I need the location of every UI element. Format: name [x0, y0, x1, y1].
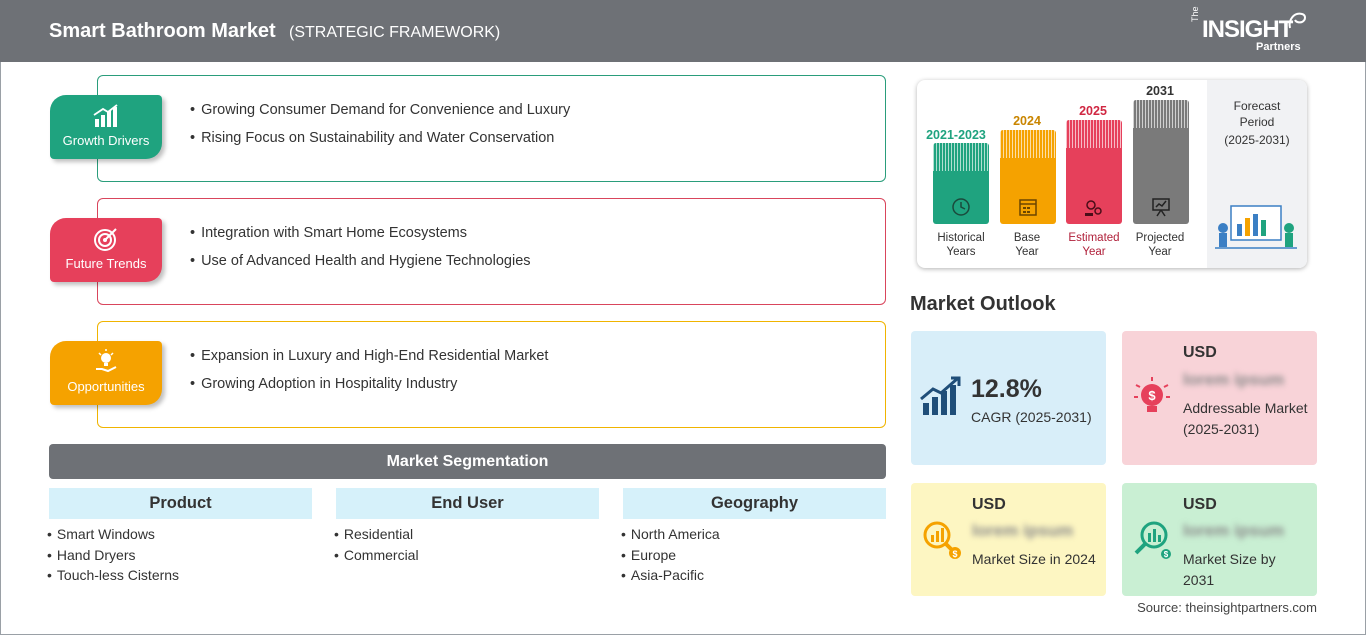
list-item: Growing Consumer Demand for Convenience … [190, 96, 570, 124]
list-item: Growing Adoption in Hospitality Industry [190, 370, 548, 398]
history-icon [952, 198, 970, 216]
segment-heading-geography: Geography [623, 488, 886, 519]
svg-text:$: $ [952, 549, 957, 559]
svg-text:$: $ [1148, 388, 1156, 403]
list-item: Smart Windows [47, 524, 179, 545]
analytics-illustration-icon [1215, 205, 1297, 249]
list-item: Integration with Smart Home Ecosystems [190, 219, 531, 247]
timeline-year-projected: 2031 [1146, 84, 1174, 98]
timeline-bar-projected [1133, 100, 1189, 224]
addressable-currency: USD [1183, 344, 1217, 361]
insight-partners-logo: The INSIGHT Partners [1190, 6, 1310, 54]
timeline-bar-historical [933, 143, 989, 224]
logo-the: The [1190, 6, 1200, 22]
list-item: Expansion in Luxury and High-End Residen… [190, 342, 548, 370]
size-2031-label: Market Size by 2031 [1183, 551, 1276, 588]
target-icon [94, 228, 117, 251]
growth-chart-icon [920, 376, 961, 415]
market-size-2024-box: $ USD lorem ipsum Market Size in 2024 [911, 483, 1106, 596]
addressable-market-box: $ USD lorem ipsum Addressable Market (20… [1122, 331, 1317, 465]
future-trends-label: Future Trends [65, 256, 147, 271]
timeline-year-estimated: 2025 [1079, 104, 1107, 118]
gears-icon [1085, 200, 1102, 216]
timeline-year-base: 2024 [1013, 114, 1041, 128]
dollar-bulb-icon: $ [1134, 377, 1170, 412]
cagr-label: CAGR (2025-2031) [971, 409, 1092, 425]
size-2031-currency: USD [1183, 496, 1217, 513]
cagr-box: 12.8% CAGR (2025-2031) [911, 331, 1106, 465]
opportunities-label: Opportunities [67, 379, 145, 394]
segment-list-product: Smart Windows Hand Dryers Touch-less Cis… [47, 524, 179, 586]
opportunities-card: Expansion in Luxury and High-End Residen… [97, 321, 886, 428]
source-note: Source: theinsightpartners.com [1137, 600, 1317, 615]
list-item: Asia-Pacific [621, 565, 720, 586]
segment-heading-product: Product [49, 488, 312, 519]
list-item: North America [621, 524, 720, 545]
cagr-value: 12.8% [971, 375, 1042, 403]
segment-list-geography: North America Europe Asia-Pacific [621, 524, 720, 586]
growth-drivers-badge: Growth Drivers [50, 95, 162, 159]
addressable-label: Addressable Market (2025-2031) [1183, 400, 1308, 437]
list-item: Hand Dryers [47, 545, 179, 566]
size-2031-value: lorem ipsum [1183, 521, 1285, 540]
size-2024-value: lorem ipsum [972, 521, 1074, 540]
list-item: Use of Advanced Health and Hygiene Techn… [190, 247, 530, 275]
list-item: Rising Focus on Sustainability and Water… [190, 124, 570, 152]
market-outlook-title: Market Outlook [910, 293, 1056, 315]
svg-text:$: $ [1164, 550, 1169, 559]
list-item: Touch-less Cisterns [47, 565, 179, 586]
growth-drivers-label: Growth Drivers [62, 133, 150, 148]
timeline-bar-base [1000, 130, 1056, 224]
segmentation-title: Market Segmentation [49, 444, 886, 479]
timeline-bar-estimated [1066, 120, 1122, 224]
market-size-2031-box: $ USD lorem ipsum Market Size by 2031 [1122, 483, 1317, 596]
timeline-panel: Forecast Period (2025-2031) 2021-2023 Hi… [917, 80, 1307, 268]
addressable-value: lorem ipsum [1183, 370, 1285, 389]
forecast-range: (2025-2031) [1224, 133, 1290, 147]
future-trends-list: Integration with Smart Home Ecosystems U… [190, 219, 531, 275]
magnifier-coins-icon: $ [923, 521, 961, 559]
logo-swoosh-icon [1288, 12, 1306, 29]
bar-growth-icon [93, 104, 118, 127]
future-trends-badge: Future Trends [50, 218, 162, 282]
growth-drivers-card: Growing Consumer Demand for Convenience … [97, 75, 886, 182]
logo-partners: Partners [1256, 41, 1301, 53]
logo-insight: INSIGHT [1202, 16, 1293, 43]
future-trends-card: Integration with Smart Home Ecosystems U… [97, 198, 886, 305]
page-subtitle: (STRATEGIC FRAMEWORK) [289, 24, 501, 41]
calendar-icon [1019, 199, 1037, 216]
segment-list-end-user: Residential Commercial [334, 524, 419, 565]
opportunities-badge: Opportunities [50, 341, 162, 405]
forecast-label: Forecast [1233, 99, 1281, 113]
segment-heading-end-user: End User [336, 488, 599, 519]
growth-drivers-list: Growing Consumer Demand for Convenience … [190, 96, 570, 152]
list-item: Europe [621, 545, 720, 566]
list-item: Commercial [334, 545, 419, 566]
presentation-icon [1152, 198, 1170, 217]
list-item: Residential [334, 524, 419, 545]
header-bar: Smart Bathroom Market (STRATEGIC FRAMEWO… [0, 0, 1366, 62]
opportunities-list: Expansion in Luxury and High-End Residen… [190, 342, 548, 398]
timeline-year-historical: 2021-2023 [926, 128, 986, 142]
magnifier-chart-icon: $ [1134, 521, 1171, 559]
size-2024-currency: USD [972, 496, 1006, 513]
size-2024-label: Market Size in 2024 [972, 551, 1096, 567]
period-label: Period [1239, 115, 1275, 129]
page-title: Smart Bathroom Market [49, 20, 276, 42]
lightbulb-hand-icon [96, 349, 117, 373]
